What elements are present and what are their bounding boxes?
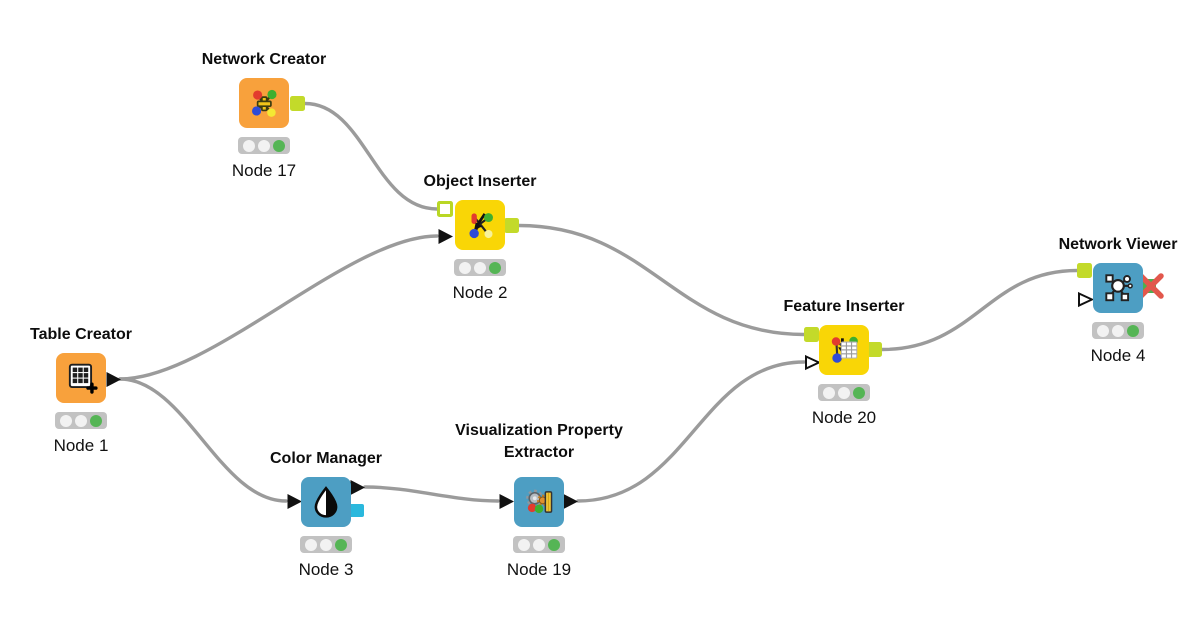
connection-wire[interactable] (118, 377, 288, 503)
node-body[interactable] (56, 353, 106, 403)
output-port-network[interactable] (290, 96, 305, 111)
node-status-traffic-light (818, 384, 870, 401)
object-inserter-icon (469, 213, 493, 239)
status-light-yellow (258, 139, 270, 152)
visualization-property-extractor-icon (526, 489, 553, 514)
input-port-data[interactable] (286, 493, 303, 510)
network-viewer-icon (1105, 274, 1133, 302)
status-light-red (459, 261, 471, 274)
node-label: Node 3 (298, 560, 354, 579)
node-status-traffic-light (55, 412, 107, 429)
node-status-traffic-light (300, 536, 352, 553)
node-title: Object Inserter (423, 173, 537, 190)
node-status-traffic-light (238, 137, 290, 154)
node-body[interactable] (819, 325, 869, 375)
node-label: Node 4 (1090, 346, 1146, 365)
status-light-green (90, 414, 102, 427)
input-port-data-optional[interactable] (804, 354, 821, 371)
node-title: Table Creator (30, 326, 132, 343)
node-network-creator[interactable]: Network Creator Node (202, 51, 326, 180)
status-light-red (1097, 324, 1109, 337)
status-light-yellow (75, 414, 87, 427)
status-light-red (243, 139, 255, 152)
status-light-green (489, 261, 501, 274)
node-title: Network Viewer (1058, 236, 1178, 253)
network-creator-icon (251, 89, 277, 117)
output-port-data[interactable] (562, 493, 579, 510)
table-creator-icon (68, 363, 98, 394)
node-body[interactable] (1093, 263, 1143, 313)
status-light-green (853, 386, 865, 399)
node-title: Feature Inserter (783, 298, 905, 315)
output-port-network[interactable] (504, 218, 519, 233)
output-port-data[interactable] (105, 371, 122, 388)
node-network-viewer[interactable]: Network Viewer (1059, 236, 1178, 365)
input-port-data[interactable] (498, 493, 515, 510)
color-manager-icon (314, 486, 338, 518)
input-port-data-optional[interactable] (1077, 291, 1094, 308)
status-light-green (1127, 324, 1139, 337)
output-port-data[interactable] (349, 479, 366, 496)
input-port-data[interactable] (437, 228, 454, 245)
status-light-yellow (1112, 324, 1124, 337)
node-status-traffic-light (1092, 322, 1144, 339)
node-label: Node 20 (811, 408, 877, 427)
status-light-yellow (838, 386, 850, 399)
input-port-network[interactable] (1077, 263, 1092, 278)
node-feature-inserter[interactable]: Feature Inserter (784, 298, 905, 427)
node-body[interactable] (455, 200, 505, 250)
status-light-red (60, 414, 72, 427)
connection-wire[interactable] (517, 223, 806, 337)
status-light-red (823, 386, 835, 399)
status-light-red (518, 538, 530, 551)
node-body[interactable] (301, 477, 351, 527)
connection-wire[interactable] (576, 360, 806, 503)
node-object-inserter[interactable]: Object Inserter Node (424, 173, 537, 302)
connection-wire[interactable] (880, 268, 1079, 352)
input-port-network[interactable] (804, 327, 819, 342)
status-light-yellow (320, 538, 332, 551)
connection-wire[interactable] (118, 234, 439, 381)
node-table-creator[interactable]: Table Creator Node 1 (30, 326, 132, 455)
node-label: Node 19 (506, 560, 572, 579)
status-light-red (305, 538, 317, 551)
connection-wire[interactable] (303, 101, 439, 211)
node-title: Color Manager (269, 450, 382, 467)
feature-inserter-icon (831, 336, 858, 363)
status-light-yellow (474, 261, 486, 274)
node-body[interactable] (239, 78, 289, 128)
status-light-green (335, 538, 347, 551)
node-body[interactable] (514, 477, 564, 527)
node-label: Node 17 (231, 161, 297, 180)
output-port-network[interactable] (867, 342, 882, 357)
status-light-green (548, 538, 560, 551)
node-label: Node 2 (452, 283, 508, 302)
node-label: Node 1 (53, 436, 109, 455)
input-port-network-optional[interactable] (437, 201, 453, 217)
node-status-traffic-light (513, 536, 565, 553)
status-light-yellow (533, 538, 545, 551)
output-port-color-model[interactable] (348, 504, 364, 517)
node-status-traffic-light (454, 259, 506, 276)
error-x-icon (1136, 271, 1166, 301)
node-title: Network Creator (201, 51, 327, 68)
node-title: Visualization Property Extractor (455, 422, 623, 462)
node-color-manager[interactable]: Color Manager Node 3 (270, 450, 382, 579)
connection-wire[interactable] (363, 485, 500, 503)
status-light-green (273, 139, 285, 152)
node-visualization-property-extractor[interactable]: Visualization Property Extractor (455, 422, 623, 579)
